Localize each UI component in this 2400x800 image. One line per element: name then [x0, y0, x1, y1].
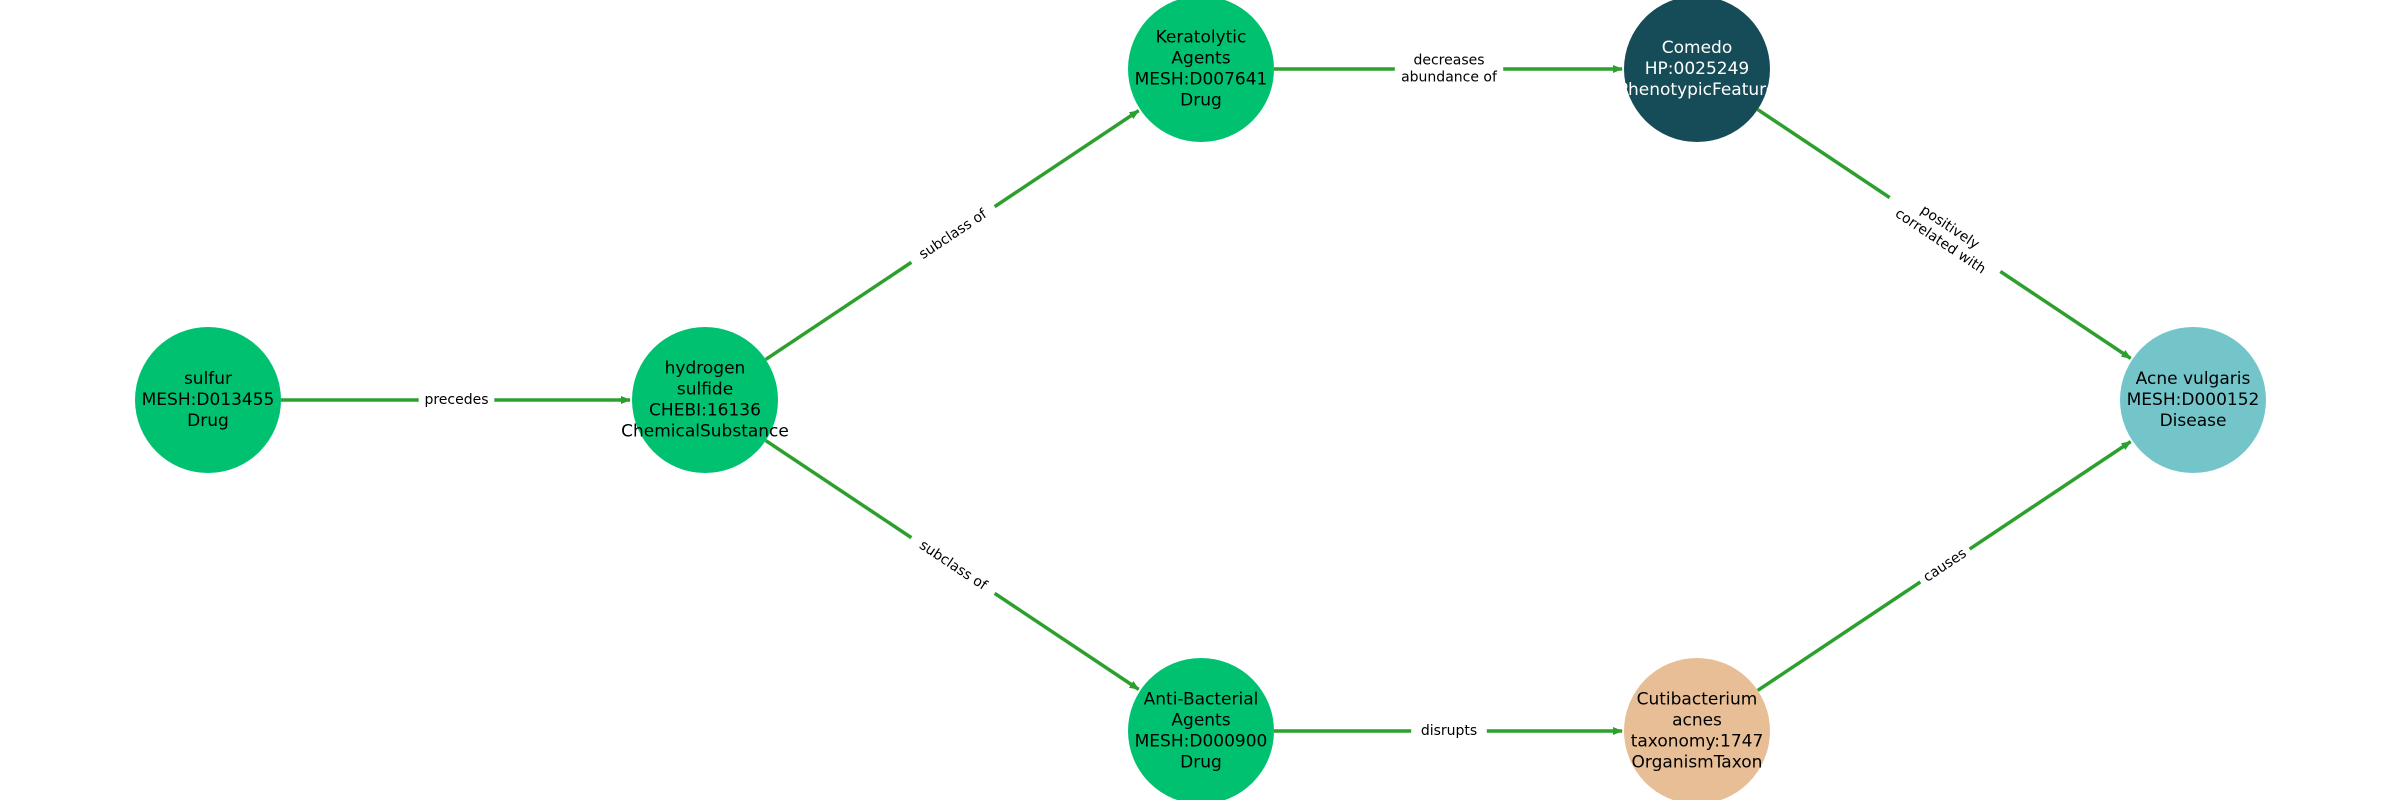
node-cutibacterium: Cutibacteriumacnestaxonomy:1747OrganismT…	[1624, 658, 1770, 800]
node-label-text: Agents	[1171, 49, 1230, 69]
nodes-layer: sulfurMESH:D013455DrughydrogensulfideCHE…	[135, 0, 2266, 800]
node-label-text: Drug	[187, 411, 229, 431]
edge-label-background	[1879, 181, 2011, 288]
node-label-text: MESH:D007641	[1135, 70, 1268, 90]
node-label-text: Agents	[1171, 711, 1230, 731]
node-label-text: Comedo	[1662, 38, 1732, 58]
edge-label-text: subclass of	[916, 206, 990, 263]
edge-label-text: disrupts	[1421, 723, 1477, 739]
edge-label-background	[1914, 540, 1976, 591]
node-label-text: taxonomy:1747	[1631, 732, 1764, 752]
node-label-text: MESH:D013455	[142, 390, 275, 410]
edge-label-background	[418, 389, 495, 411]
node-label-text: hydrogen	[665, 359, 746, 379]
node-label-text: HP:0025249	[1645, 59, 1749, 79]
edge-label-cutibacterium-to-acne: causes	[1914, 540, 1976, 591]
node-label-text: Disease	[2160, 411, 2227, 431]
node-label-text: MESH:D000152	[2127, 390, 2260, 410]
node-circle	[1624, 0, 1770, 142]
edge-label-background	[1411, 720, 1487, 742]
node-circle	[1624, 658, 1770, 800]
edge-label-text: abundance of	[1401, 70, 1498, 86]
node-label-text: Drug	[1180, 753, 1222, 773]
node-circle	[632, 327, 778, 473]
node-h2s: hydrogensulfideCHEBI:16136ChemicalSubsta…	[621, 327, 789, 473]
node-label-text: PhenotypicFeature	[1618, 80, 1777, 100]
edge-label-text: decreases	[1413, 53, 1484, 69]
edge-label-background	[1394, 50, 1504, 88]
edge-label-antibacterial-to-cutibacterium: disrupts	[1411, 720, 1487, 742]
edge-label-h2s-to-keratolytic: subclass of	[905, 197, 1001, 272]
node-label-text: Cutibacterium	[1637, 690, 1758, 710]
node-label-text: CHEBI:16136	[649, 401, 761, 421]
node-label-text: MESH:D000900	[1135, 732, 1268, 752]
node-label-text: OrganismTaxon	[1632, 753, 1763, 773]
node-label-text: Keratolytic	[1156, 28, 1247, 48]
edges-layer	[281, 65, 2132, 735]
node-circle	[1128, 0, 1274, 142]
node-label-text: acnes	[1672, 711, 1722, 731]
node-circle	[2120, 327, 2266, 473]
edge-label-text: precedes	[424, 392, 488, 408]
node-circle	[1128, 658, 1274, 800]
node-label-text: Acne vulgaris	[2136, 369, 2251, 389]
node-label-text: Drug	[1180, 91, 1222, 111]
node-circle	[135, 327, 281, 473]
edge-label-background	[905, 528, 1001, 603]
node-label-text: Anti-Bacterial	[1144, 690, 1259, 710]
node-label-text: ChemicalSubstance	[621, 422, 789, 442]
edge-label-background	[905, 197, 1001, 272]
edge-label-sulfur-to-h2s: precedes	[418, 389, 495, 411]
node-label-text: sulfide	[677, 380, 733, 400]
edge-label-text: subclass of	[916, 537, 990, 594]
edge-label-h2s-to-antibacterial: subclass of	[905, 528, 1001, 603]
node-label-text: sulfur	[184, 369, 232, 389]
